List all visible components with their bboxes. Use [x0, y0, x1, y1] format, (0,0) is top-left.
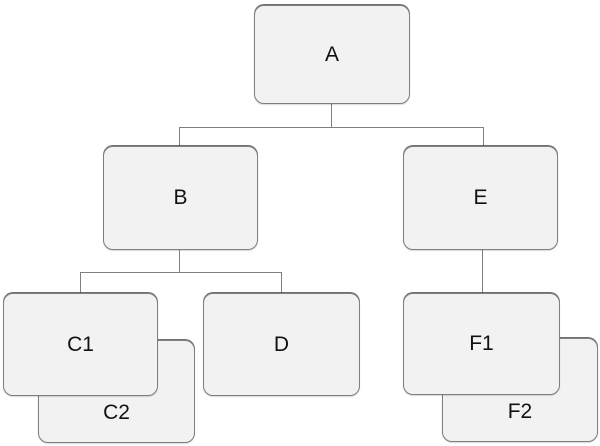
connector-a-horizontal	[179, 127, 484, 128]
connector-a-e-drop	[483, 127, 484, 147]
node-f2-label: F2	[507, 400, 533, 423]
connector-e-f1	[482, 250, 483, 294]
node-e: E	[403, 146, 558, 250]
connector-a-stem	[331, 104, 332, 128]
node-a: A	[254, 5, 410, 104]
node-e-label: E	[473, 186, 488, 209]
node-c2-label: C2	[103, 401, 130, 424]
connector-b-horizontal	[80, 272, 282, 273]
node-a-label: A	[324, 42, 339, 66]
node-f1-label: F1	[469, 332, 494, 355]
node-d: D	[203, 293, 360, 396]
node-d-label: D	[273, 332, 290, 356]
node-c1: C1	[3, 293, 158, 396]
connector-b-d-drop	[281, 272, 282, 294]
node-f1: F1	[403, 293, 560, 395]
node-b: B	[103, 146, 258, 250]
connector-b-c1-drop	[80, 272, 81, 294]
node-c1-label: C1	[67, 332, 94, 356]
connector-a-b-drop	[179, 127, 180, 147]
node-b-label: B	[173, 186, 188, 209]
connector-b-stem	[179, 250, 180, 273]
